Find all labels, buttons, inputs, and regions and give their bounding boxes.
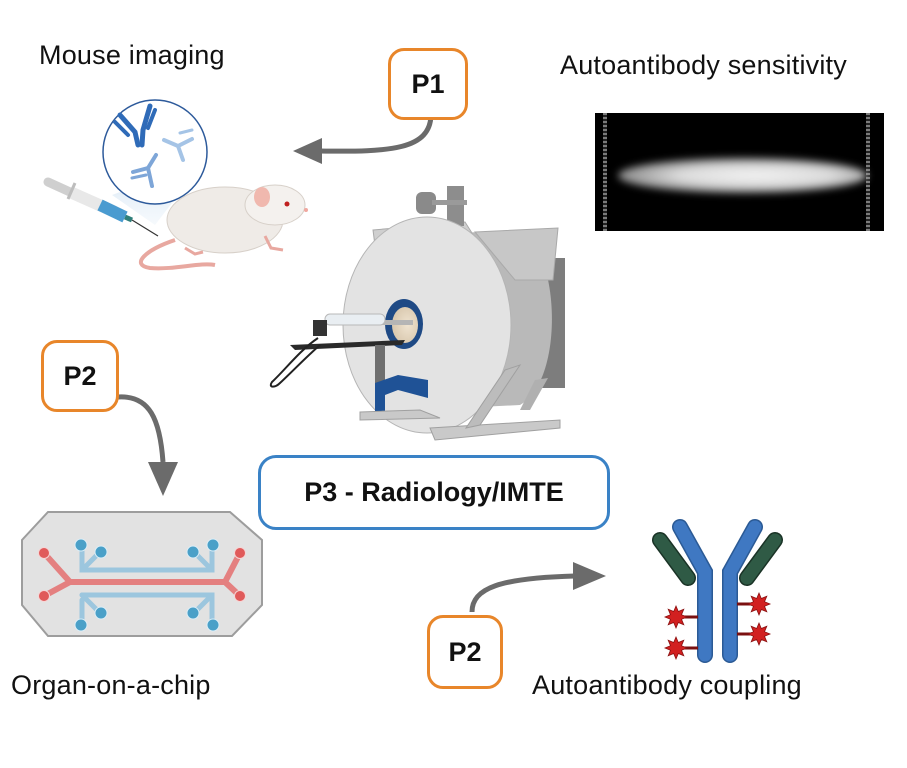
- p1-arrow: [293, 113, 434, 164]
- conjugate-star-icon: [663, 635, 689, 661]
- antibody-coupling-illustration: [652, 519, 783, 663]
- conjugate-star-icon: [663, 604, 689, 630]
- organ-on-chip-illustration: [21, 511, 263, 637]
- conjugate-star-icons: [663, 591, 772, 661]
- conjugate-star-icon: [746, 591, 772, 617]
- antibody-icon: [113, 103, 157, 148]
- p1-tag: P1: [388, 48, 468, 120]
- mouse-imaging-label: Mouse imaging: [39, 40, 225, 70]
- p3-radiology-imte-tag: P3 - Radiology/IMTE: [258, 455, 610, 530]
- p2-bottom-tag: P2: [427, 615, 503, 689]
- p2-left-arrow: [117, 394, 178, 496]
- p2-left-tag: P2: [41, 340, 119, 412]
- syringe-icon: [43, 177, 159, 237]
- conjugate-star-icon: [746, 621, 772, 647]
- mri-scanner-illustration: [269, 186, 565, 441]
- antibody-icon: [130, 153, 158, 188]
- antibody-icon: [162, 128, 194, 162]
- p2-bottom-arrow: [469, 562, 606, 613]
- sensitivity-image: [595, 113, 884, 231]
- autoantibody-coupling-label: Autoantibody coupling: [532, 670, 802, 700]
- organ-on-a-chip-label: Organ-on-a-chip: [11, 670, 211, 700]
- mouse-injection-illustration: [43, 99, 308, 271]
- autoantibody-sensitivity-label: Autoantibody sensitivity: [560, 50, 847, 80]
